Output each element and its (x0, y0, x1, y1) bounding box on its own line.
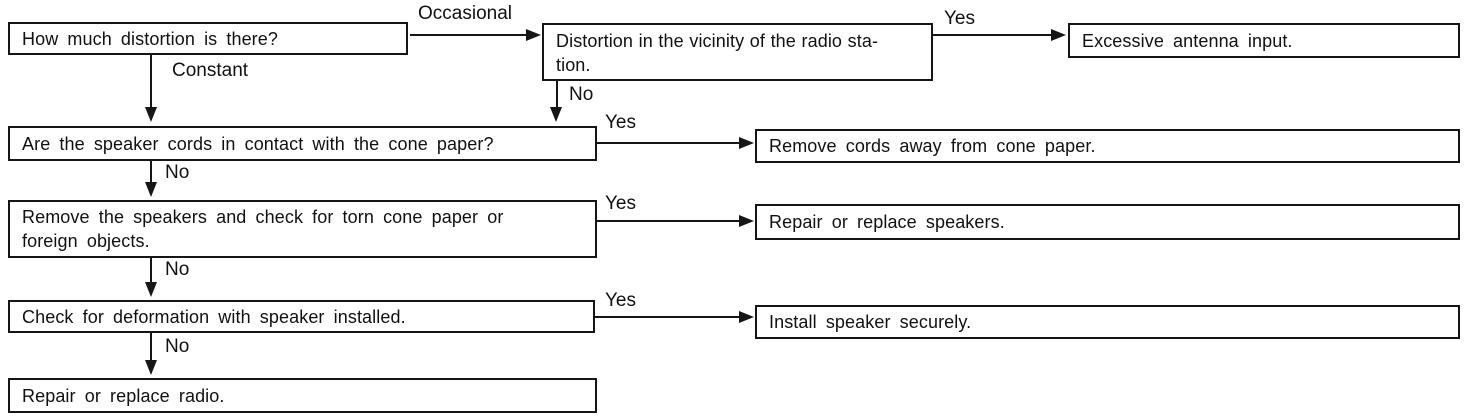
node-repair-radio: Repair or replace radio. (8, 378, 597, 413)
edge-yes-remove-cords-label: Yes (605, 112, 636, 133)
edge-no-deformation-arrowhead-icon (145, 282, 157, 297)
node-text: Excessive antenna input. (1082, 30, 1293, 51)
node-text: How much distortion is there? (22, 28, 279, 49)
node-text: Repair or replace radio. (22, 385, 225, 406)
edge-no-repair-radio-label: No (165, 336, 190, 357)
edge-no-vicinity-label: No (569, 84, 594, 105)
node-text: Check for deformation with speaker insta… (22, 306, 406, 327)
edge-yes-repair-speakers-line (597, 220, 739, 222)
edge-constant-arrowhead-icon (145, 107, 157, 122)
edge-no-deformation-label: No (165, 259, 190, 280)
edge-yes-install-speaker-line (595, 316, 739, 318)
edge-constant-label: Constant (172, 60, 249, 81)
node-excessive-antenna: Excessive antenna input. (1068, 23, 1460, 58)
node-text: Remove cords away from cone paper. (769, 136, 1096, 156)
edge-yes-antenna-line (933, 34, 1051, 36)
edge-occasional-label: Occasional (418, 3, 512, 24)
edge-yes-repair-speakers-label: Yes (605, 193, 636, 214)
node-text: Are the speaker cords in contact with th… (22, 133, 494, 154)
node-speaker-cords-contact: Are the speaker cords in contact with th… (8, 126, 597, 161)
node-remove-cords: Remove cords away from cone paper. (755, 129, 1460, 163)
node-check-deformation: Check for deformation with speaker insta… (8, 300, 595, 333)
edge-yes-remove-cords-arrowhead-icon (739, 137, 754, 149)
edge-occasional-arrowhead-icon (526, 29, 541, 41)
edge-yes-remove-cords-line (597, 142, 739, 144)
node-check-torn-cone: Remove the speakers and check for torn c… (8, 200, 597, 258)
node-text: Distortion in the vicinity of the radio … (556, 31, 879, 75)
edge-no-deformation-line (150, 257, 152, 282)
edge-no-torn-cone-line (150, 161, 152, 182)
edge-no-vicinity-line (556, 80, 558, 107)
edge-yes-repair-speakers-arrowhead-icon (739, 215, 754, 227)
edge-yes-antenna-arrowhead-icon (1051, 29, 1066, 41)
edge-no-torn-cone-label: No (165, 162, 190, 183)
node-distortion-vicinity: Distortion in the vicinity of the radio … (542, 23, 933, 81)
node-text: Install speaker securely. (769, 312, 972, 332)
node-text: Repair or replace speakers. (769, 212, 1005, 232)
edge-no-repair-radio-arrowhead-icon (145, 360, 157, 375)
edge-no-torn-cone-arrowhead-icon (145, 182, 157, 197)
node-how-much-distortion: How much distortion is there? (8, 22, 408, 55)
node-text: Remove the speakers and check for torn c… (22, 207, 504, 251)
edge-yes-install-speaker-label: Yes (605, 290, 636, 311)
edge-occasional-line (410, 34, 526, 36)
edge-yes-install-speaker-arrowhead-icon (739, 311, 754, 323)
node-install-speaker: Install speaker securely. (755, 305, 1460, 339)
edge-constant-line (150, 55, 152, 107)
node-repair-speakers: Repair or replace speakers. (755, 204, 1460, 240)
edge-no-vicinity-arrowhead-icon (550, 107, 562, 122)
edge-yes-antenna-label: Yes (944, 8, 975, 29)
edge-no-repair-radio-line (150, 333, 152, 360)
